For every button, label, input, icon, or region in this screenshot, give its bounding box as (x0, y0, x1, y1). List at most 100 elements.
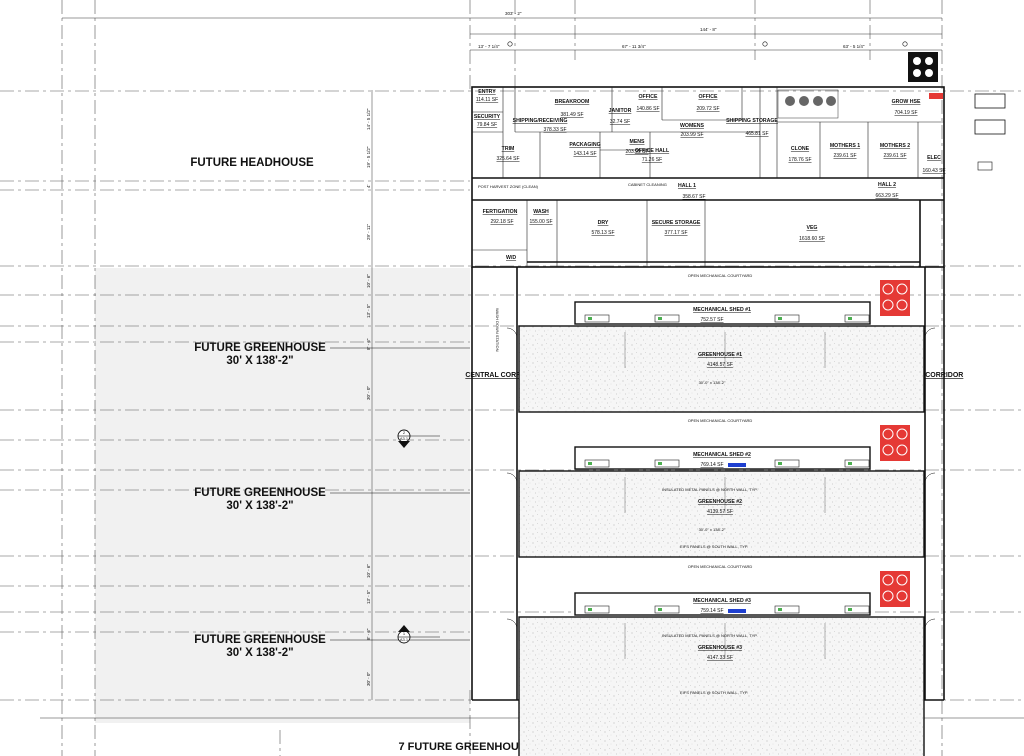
svg-text:30' - 0": 30' - 0" (366, 386, 371, 400)
post-harvest-zone: POST HARVEST ZONE (CLEAN) (478, 184, 539, 189)
red-equipment-fan (882, 283, 894, 295)
greenhouse-area: 4147.33 SF (707, 655, 733, 661)
svg-text:8' - 6": 8' - 6" (366, 628, 371, 640)
greenhouse-label: GREENHOUSE #2 (698, 499, 742, 505)
svg-text:A3.1: A3.1 (400, 637, 409, 642)
svg-text:13' - 5": 13' - 5" (366, 590, 371, 604)
mechanical-shed-area: 752.57 SF (700, 317, 723, 323)
room-labels: ENTRY 114.11 SF SECURITY 79.84 SF BREAKR… (474, 89, 946, 261)
room-office-1: OFFICE (638, 94, 658, 100)
central-corridor-label: CENTRAL CORRIDOR (465, 372, 538, 379)
red-equipment (880, 571, 910, 607)
dim-seg-2: 67' - 11 3/4" (622, 44, 646, 49)
red-equipment-fan (882, 299, 894, 311)
svg-text:160.43 SF: 160.43 SF (922, 168, 945, 174)
shed-equipment (584, 605, 610, 614)
svg-text:239.61 SF: 239.61 SF (883, 153, 906, 159)
note-south-wall: EIFS PANELS @ SOUTH WALL, TYP. (680, 544, 748, 549)
svg-text:1: 1 (403, 631, 406, 636)
room-grow-hse: GROW HSE (892, 99, 921, 105)
red-equipment (880, 425, 910, 461)
shed-equipment-indicator (658, 462, 662, 465)
room-elec: ELEC (927, 155, 941, 161)
red-equipment-fan (882, 444, 894, 456)
red-equipment-fan (882, 428, 894, 440)
door-swing (506, 327, 518, 339)
shed-equipment-indicator (848, 462, 852, 465)
future-greenhouse-1-title: FUTURE GREENHOUSE (194, 342, 326, 354)
future-greenhouse-1-size: 30' X 138'-2" (226, 355, 293, 367)
shed-equipment-indicator (658, 317, 662, 320)
mechanical-shed-label: MECHANICAL SHED #1 (693, 307, 751, 313)
svg-text:114.11 SF: 114.11 SF (476, 97, 498, 103)
future-headhouse-label: FUTURE HEADHOUSE (190, 157, 314, 169)
courtyard-label: OPEN MECHANICAL COURTYARD (688, 564, 753, 569)
mechanical-shed-area: 759.14 SF (700, 608, 723, 614)
room-mens: MENS (630, 139, 646, 145)
svg-text:143.14 SF: 143.14 SF (573, 151, 596, 157)
room-office-2: OFFICE (698, 94, 718, 100)
greenhouse-size: 30'-0" x 138'-2" (699, 527, 726, 532)
section-marker-2: 2 A3.1 (397, 429, 440, 448)
side-dimensions: 14' - 5 1/2" 19' - 5 1/2" 4' 29' - 11" 1… (366, 90, 373, 700)
room-office-hall: OFFICE HALL (635, 148, 670, 154)
shed-pump (728, 609, 746, 613)
room-shipping-receiving: SHIPPING/RECEIVING (513, 118, 568, 124)
room-hall-2: HALL 2 (878, 182, 896, 188)
east-corridor-label: EAST CORRIDOR (905, 372, 964, 379)
greenhouse (518, 616, 925, 756)
room-janitor: JANITOR (609, 108, 632, 114)
shed-equipment-indicator (778, 608, 782, 611)
future-greenhouse-3-title: FUTURE GREENHOUSE (194, 634, 326, 646)
room-clone: CLONE (791, 146, 810, 152)
svg-text:19' - 5 1/2": 19' - 5 1/2" (366, 146, 371, 168)
mechanical-shed-label: MECHANICAL SHED #2 (693, 452, 751, 458)
door-swing (506, 472, 518, 484)
svg-text:178.76 SF: 178.76 SF (788, 157, 811, 163)
svg-text:663.29 SF: 663.29 SF (875, 193, 898, 199)
shed-equipment (654, 459, 680, 468)
red-equipment-fan (896, 428, 908, 440)
greenhouse-label: GREENHOUSE #3 (698, 645, 742, 651)
shed-equipment (584, 314, 610, 323)
headhouse-equipment (777, 52, 1006, 171)
room-hall-1: HALL 1 (678, 183, 696, 189)
red-equipment (880, 280, 910, 316)
shed-equipment-indicator (778, 462, 782, 465)
svg-text:140.86 SF: 140.86 SF (636, 106, 659, 112)
svg-text:578.13 SF: 578.13 SF (591, 230, 614, 236)
shed-equipment (844, 459, 870, 468)
note-south-wall: EIFS PANELS @ SOUTH WALL, TYP. (680, 690, 748, 695)
greenhouse (518, 325, 925, 413)
svg-text:13' - 5": 13' - 5" (366, 304, 371, 318)
svg-text:2: 2 (403, 430, 406, 435)
svg-text:377.17 SF: 377.17 SF (664, 230, 687, 236)
room-entry: ENTRY (478, 89, 496, 95)
shed-equipment-indicator (848, 608, 852, 611)
room-secure-storage: SECURE STORAGE (652, 220, 701, 226)
dim-seg-1: 13' - 7 1/4" (478, 44, 500, 49)
note-north-wall: INSULATED METAL PANELS @ NORTH WALL, TYP… (662, 487, 758, 492)
shed-equipment-indicator (588, 317, 592, 320)
shed-equipment (774, 314, 800, 323)
room-trim: TRIM (502, 146, 515, 152)
svg-text:209.72 SF: 209.72 SF (696, 106, 719, 112)
svg-text:32.74 SF: 32.74 SF (610, 119, 630, 125)
mechanical-shed-label: MECHANICAL SHED #3 (693, 598, 751, 604)
svg-text:79.84 SF: 79.84 SF (477, 122, 497, 128)
svg-text:381.49 SF: 381.49 SF (560, 112, 583, 118)
svg-text:1618.60 SF: 1618.60 SF (799, 236, 825, 242)
door-swing (506, 618, 518, 630)
red-equipment-fan (896, 574, 908, 586)
red-equipment-fan (896, 299, 908, 311)
shed-equipment (654, 314, 680, 323)
door-swing (924, 327, 936, 339)
mechanical-shed-area: 769.14 SF (700, 462, 723, 468)
svg-text:155.00 SF: 155.00 SF (529, 219, 552, 225)
svg-text:A3.1: A3.1 (400, 436, 409, 441)
headhouse (471, 86, 945, 268)
shed-equipment-indicator (848, 317, 852, 320)
greenhouse-size: 30'-0" x 138'-2" (699, 380, 726, 385)
room-shipping-storage: SHIPPING STORAGE (726, 118, 778, 124)
